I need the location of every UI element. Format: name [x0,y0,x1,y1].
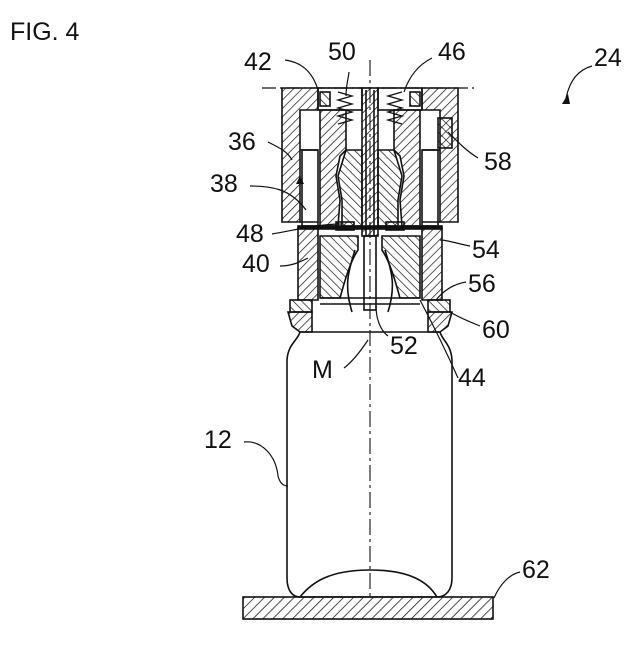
label-40: 40 [242,250,270,278]
label-38: 38 [210,170,238,198]
label-50: 50 [328,38,356,66]
label-58: 58 [484,148,512,176]
spike-adapter [320,236,420,312]
label-52: 52 [390,332,418,360]
label-48: 48 [236,220,264,248]
label-24: 24 [594,44,622,72]
label-46: 46 [438,38,466,66]
figure-title: FIG. 4 [10,18,80,46]
label-62: 62 [522,556,550,584]
label-56: 56 [468,270,496,298]
label-60: 60 [482,316,510,344]
label-M: M [312,356,333,384]
label-12: 12 [204,426,232,454]
label-54: 54 [472,236,500,264]
label-44: 44 [458,364,486,392]
label-42: 42 [244,48,272,76]
label-36: 36 [228,128,256,156]
base-plate [243,597,493,619]
